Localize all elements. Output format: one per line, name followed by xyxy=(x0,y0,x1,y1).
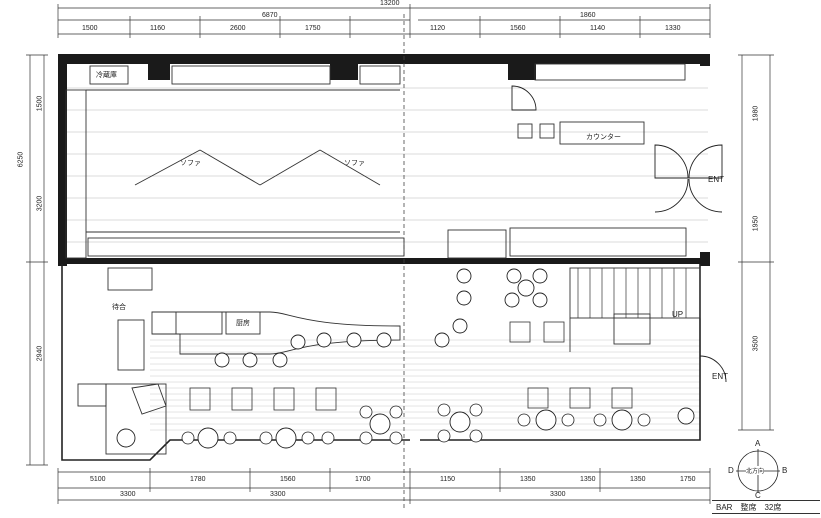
entrance-label: ENT xyxy=(712,372,728,381)
dimension-bottom-segment: 1780 xyxy=(190,476,206,483)
title-name: 整席 xyxy=(740,502,757,512)
dimension-top-segment: 1500 xyxy=(82,25,98,32)
entrance-label: ENT xyxy=(708,175,724,184)
walls-lower xyxy=(61,14,701,510)
stair-icon xyxy=(577,268,687,318)
dimension-bottom-segment: 1560 xyxy=(280,476,296,483)
stool-group xyxy=(214,268,548,368)
dimension-bottom-segment: 5100 xyxy=(90,476,106,483)
chair-group xyxy=(181,403,651,445)
title-block: BAR 整席 32席 xyxy=(712,500,820,514)
dimension-top-segment: 1160 xyxy=(150,25,166,32)
room-label-storage: 冷蔵庫 xyxy=(96,72,117,79)
title-count: 32席 xyxy=(764,502,782,512)
room-label-counter: カウンター xyxy=(586,134,621,141)
dimension-right-segment: 1980 xyxy=(752,105,760,122)
lower-fixtures xyxy=(77,267,701,455)
dimension-ticks xyxy=(26,4,774,504)
grid-lines xyxy=(63,87,708,243)
dimension-bottom-segment: 1350 xyxy=(630,476,646,483)
dimension-bottom-segment: 1700 xyxy=(355,476,371,483)
compass: A C B D 北方向 xyxy=(728,439,788,500)
dimension-left-total: 6250 xyxy=(17,151,25,168)
stair-up-label: UP xyxy=(672,310,684,319)
dimension-bottom-total: 3300 xyxy=(120,491,136,498)
dimension-top-segment: 1330 xyxy=(665,25,681,32)
dimension-top-segment: 1560 xyxy=(510,25,526,32)
upper-fixtures xyxy=(65,63,687,259)
dimension-bottom-total: 3300 xyxy=(270,491,286,498)
dimension-bottom-segment: 1150 xyxy=(440,476,456,483)
door-swing-icon xyxy=(511,85,727,383)
dimension-top-segment: 1120 xyxy=(430,25,446,32)
dimension-bottom-total: 3300 xyxy=(550,491,566,498)
dimension-bottom-segment: 1750 xyxy=(680,476,696,483)
compass-w: D xyxy=(728,466,734,475)
dimension-lines xyxy=(29,7,771,501)
compass-center: 北方向 xyxy=(746,466,765,475)
dimension-bottom-segment: 1350 xyxy=(520,476,536,483)
exterior-walls xyxy=(58,54,710,266)
compass-s: C xyxy=(755,491,761,500)
compass-n: A xyxy=(755,439,761,448)
title-type: BAR xyxy=(716,502,733,512)
dimension-top-segment: 1140 xyxy=(590,25,606,32)
dimension-top-segment: 2600 xyxy=(230,25,246,32)
compass-e: B xyxy=(782,466,788,475)
dimension-top-left: 6870 xyxy=(262,12,278,19)
dimension-left-segment: 1500 xyxy=(36,95,44,112)
dimension-right-segment: 1950 xyxy=(752,215,760,232)
dimension-bottom-segment: 1350 xyxy=(580,476,596,483)
dimension-top-total: 13200 xyxy=(380,0,400,7)
floor-boards xyxy=(150,339,700,431)
dimension-top-right: 1860 xyxy=(580,12,596,19)
round-table-icon xyxy=(116,279,695,449)
room-label-kitchen: 厨房 xyxy=(236,320,250,327)
booth-seats xyxy=(189,321,633,411)
dimension-left-segment: 3200 xyxy=(36,195,44,212)
dimension-top-segment: 1750 xyxy=(305,25,321,32)
room-label-waiting: 待合 xyxy=(112,304,126,311)
room-label-sofa: ソファ xyxy=(344,160,365,167)
room-label-sofa: ソファ xyxy=(180,160,201,167)
dimension-left-segment: 2940 xyxy=(36,345,44,362)
dimension-right-segment: 3500 xyxy=(752,335,760,352)
